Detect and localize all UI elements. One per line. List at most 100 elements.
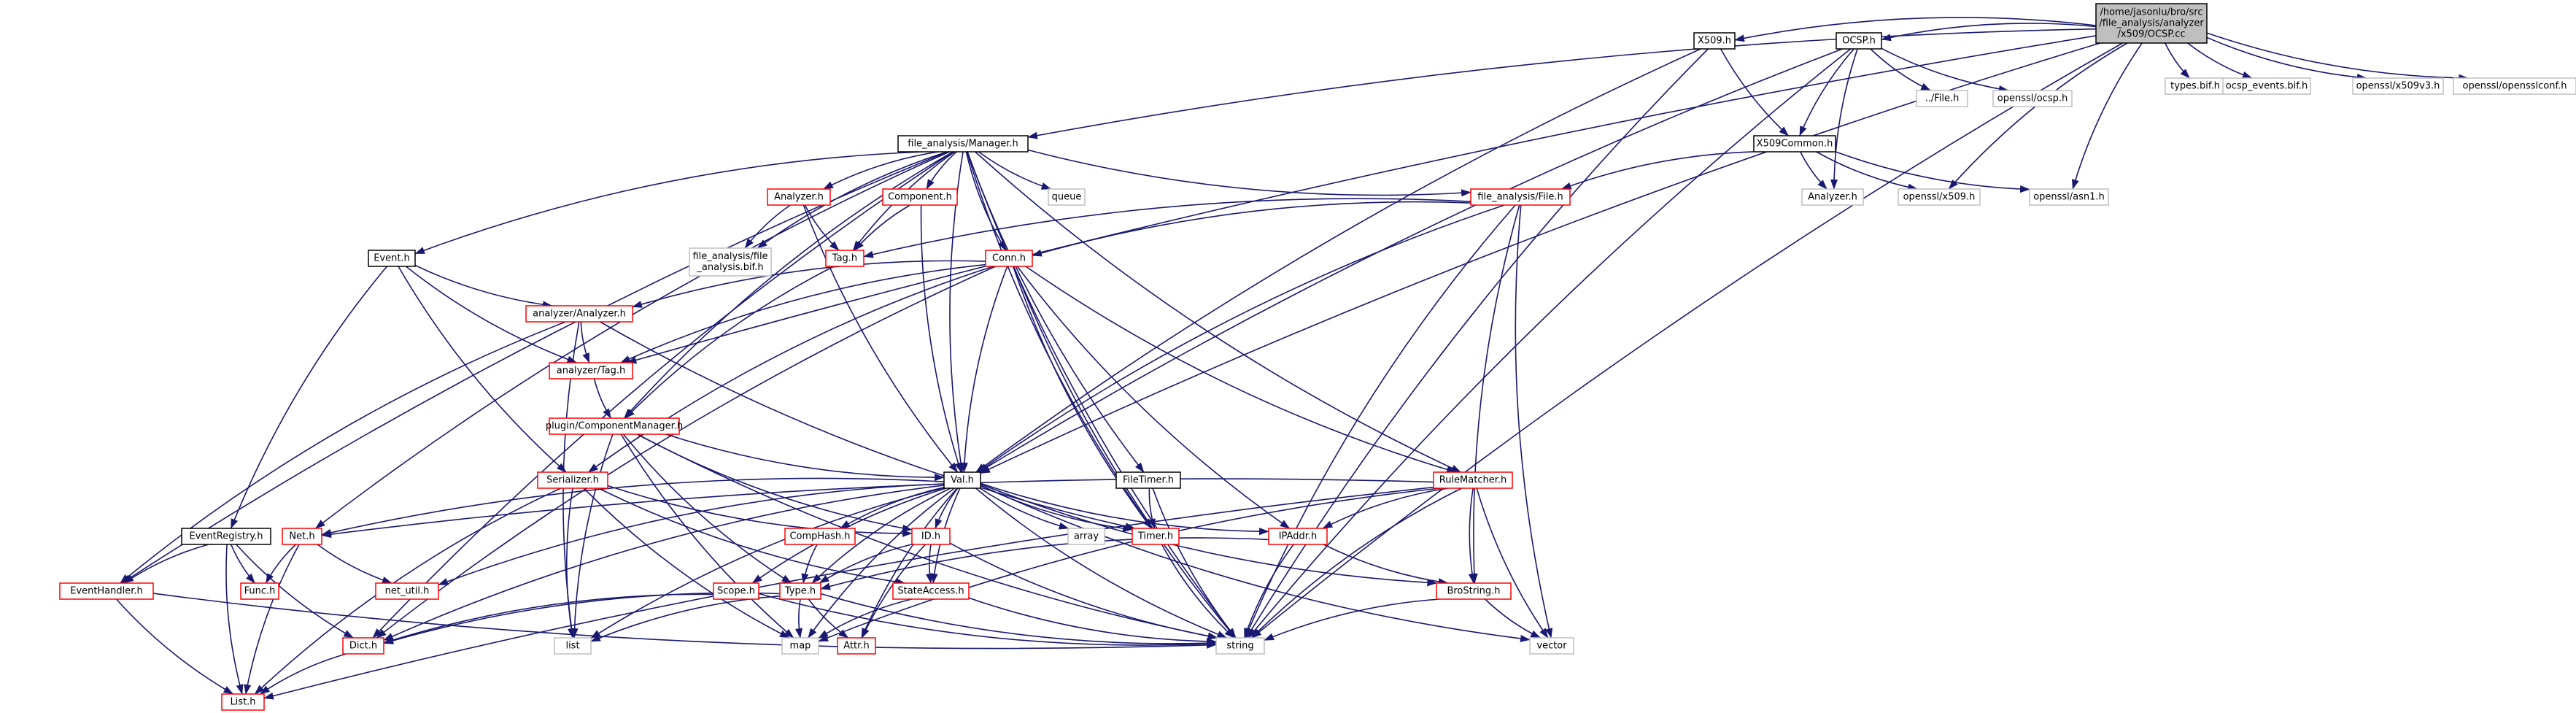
- edge-ocsp-to-fileh_rel: [1870, 48, 1931, 91]
- node-serializer[interactable]: Serializer.h: [537, 471, 608, 489]
- node-analyzerh_ext-label: Analyzer.h: [1808, 192, 1857, 203]
- edge-analyzer-to-tag: [804, 204, 840, 251]
- edge-component-to-tag: [854, 204, 910, 251]
- node-plugin[interactable]: plugin/ComponentManager.h: [546, 417, 683, 435]
- edge-manager-to-queue: [978, 151, 1052, 190]
- node-array: array: [1067, 528, 1105, 545]
- edge-idh-to-string: [949, 542, 1218, 640]
- edge-eventregistry-to-listh: [225, 544, 244, 695]
- node-attr[interactable]: Attr.h: [837, 637, 876, 655]
- node-eventregistry-label: EventRegistry.h: [190, 531, 263, 542]
- edge-root-to-ocspevents: [2187, 42, 2253, 79]
- node-conn-box: [985, 250, 1033, 267]
- node-event[interactable]: Event.h: [368, 250, 416, 267]
- edge-ocsp-to-val: [978, 48, 1843, 473]
- edge-manager-to-rulematcher: [975, 151, 1461, 473]
- node-conn-label: Conn.h: [992, 253, 1026, 264]
- edge-dict-to-listh: [260, 653, 347, 695]
- node-dict[interactable]: Dict.h: [342, 637, 384, 655]
- edge-rulematcher-to-listh: [263, 486, 1434, 700]
- node-vector-box: [1529, 637, 1574, 655]
- node-fabif-box: [689, 247, 772, 277]
- edge-ocsp-to-x509common: [1799, 48, 1854, 136]
- edge-stateaccess-to-string: [968, 597, 1217, 646]
- edge-val-to-brostring: [980, 483, 1438, 587]
- edge-brostring-to-vector: [1485, 598, 1541, 639]
- node-aanalyzer[interactable]: analyzer/Analyzer.h: [525, 305, 633, 323]
- node-opensslasn1-label: openssl/asn1.h: [2033, 192, 2105, 203]
- edge-serializer-to-idh: [607, 485, 913, 537]
- edge-event-to-serializer: [398, 266, 567, 473]
- edge-conn-to-atag: [620, 263, 986, 363]
- node-eventhandler[interactable]: EventHandler.h: [59, 582, 154, 600]
- node-analyzer[interactable]: Analyzer.h: [767, 188, 831, 206]
- node-typeh[interactable]: Type.h: [779, 582, 821, 600]
- node-ipaddr-label: IPAddr.h: [1279, 531, 1318, 542]
- node-manager[interactable]: file_analysis/Manager.h: [897, 135, 1029, 153]
- node-fafile-box: [1470, 188, 1571, 206]
- node-netutil-label: net_util.h: [385, 586, 430, 597]
- node-fafile[interactable]: file_analysis/File.h: [1470, 188, 1571, 206]
- node-filetimer[interactable]: FileTimer.h: [1115, 471, 1181, 489]
- node-rulematcher[interactable]: RuleMatcher.h: [1433, 471, 1513, 489]
- node-stateaccess[interactable]: StateAccess.h: [892, 582, 970, 600]
- edge-val-to-dict: [383, 485, 945, 641]
- edge-root-to-atag: [626, 35, 2097, 364]
- node-comphash[interactable]: CompHash.h: [784, 528, 856, 545]
- edge-manager-to-conn: [965, 151, 1007, 251]
- edge-fafile-to-conn: [1032, 201, 1471, 257]
- node-listh-label: List.h: [230, 697, 255, 708]
- node-brostring[interactable]: BroString.h: [1436, 582, 1512, 600]
- node-listh[interactable]: List.h: [221, 693, 265, 711]
- edge-ipaddr-to-string: [1244, 544, 1294, 639]
- node-fileh_rel-label: ../File.h: [1925, 93, 1960, 104]
- node-conn[interactable]: Conn.h: [985, 250, 1033, 267]
- node-analyzerh_ext: Analyzer.h: [1801, 188, 1864, 206]
- edge-eventregistry-to-dict: [236, 544, 354, 639]
- edge-val-to-map: [808, 487, 955, 639]
- node-atag[interactable]: analyzer/Tag.h: [549, 362, 633, 379]
- edge-val-to-net: [321, 477, 945, 536]
- node-func[interactable]: Func.h: [240, 582, 279, 600]
- node-typesbif: types.bif.h: [2165, 77, 2226, 95]
- node-val[interactable]: Val.h: [943, 471, 981, 489]
- node-idh[interactable]: ID.h: [911, 528, 951, 545]
- edge-manager-to-event: [414, 151, 924, 255]
- node-ocsp-label: OCSP.h: [1842, 36, 1876, 47]
- node-layer: /home/jasonlu/bro/src/file_analysis/anal…: [59, 3, 2576, 711]
- edge-val-to-list: [590, 487, 945, 639]
- node-array-label: array: [1074, 531, 1099, 542]
- node-ocsp[interactable]: OCSP.h: [1836, 32, 1882, 50]
- node-root[interactable]: /home/jasonlu/bro/src/file_analysis/anal…: [2095, 3, 2208, 44]
- edge-idh-to-typeh: [819, 544, 913, 584]
- node-typeh-box: [779, 582, 821, 600]
- edge-typeh-to-map: [794, 598, 802, 639]
- node-x509[interactable]: X509.h: [1693, 32, 1736, 50]
- edge-tag-to-plugin: [624, 266, 835, 419]
- node-eventregistry[interactable]: EventRegistry.h: [181, 528, 271, 545]
- node-scope[interactable]: Scope.h: [713, 582, 759, 600]
- node-net[interactable]: Net.h: [282, 528, 322, 545]
- edge-rulematcher-to-vector: [1476, 487, 1549, 639]
- node-ipaddr[interactable]: IPAddr.h: [1268, 528, 1328, 545]
- edge-rulematcher-to-ipaddr: [1322, 487, 1448, 529]
- node-opensslasn1: openssl/asn1.h: [2029, 188, 2109, 206]
- edge-root-to-opensslx509: [1948, 42, 2128, 190]
- edge-conn-to-rulematcher: [1025, 266, 1457, 474]
- node-timer[interactable]: Timer.h: [1132, 528, 1180, 545]
- node-event-label: Event.h: [374, 253, 410, 264]
- edge-root-to-ocsp: [1881, 23, 2097, 42]
- node-x509common[interactable]: X509Common.h: [1753, 135, 1836, 153]
- node-component-box: [882, 188, 958, 206]
- node-atag-label: analyzer/Tag.h: [557, 366, 625, 377]
- node-tag[interactable]: Tag.h: [825, 250, 865, 267]
- edge-root-to-val: [980, 42, 2100, 474]
- node-component[interactable]: Component.h: [882, 188, 958, 206]
- edge-timer-to-string: [1161, 544, 1235, 639]
- edge-scope-to-dict: [383, 593, 714, 644]
- node-netutil[interactable]: net_util.h: [375, 582, 439, 600]
- edge-eventhandler-to-string: [152, 593, 1217, 650]
- edge-filetimer-to-string: [1152, 487, 1237, 639]
- node-vector: vector: [1529, 637, 1574, 655]
